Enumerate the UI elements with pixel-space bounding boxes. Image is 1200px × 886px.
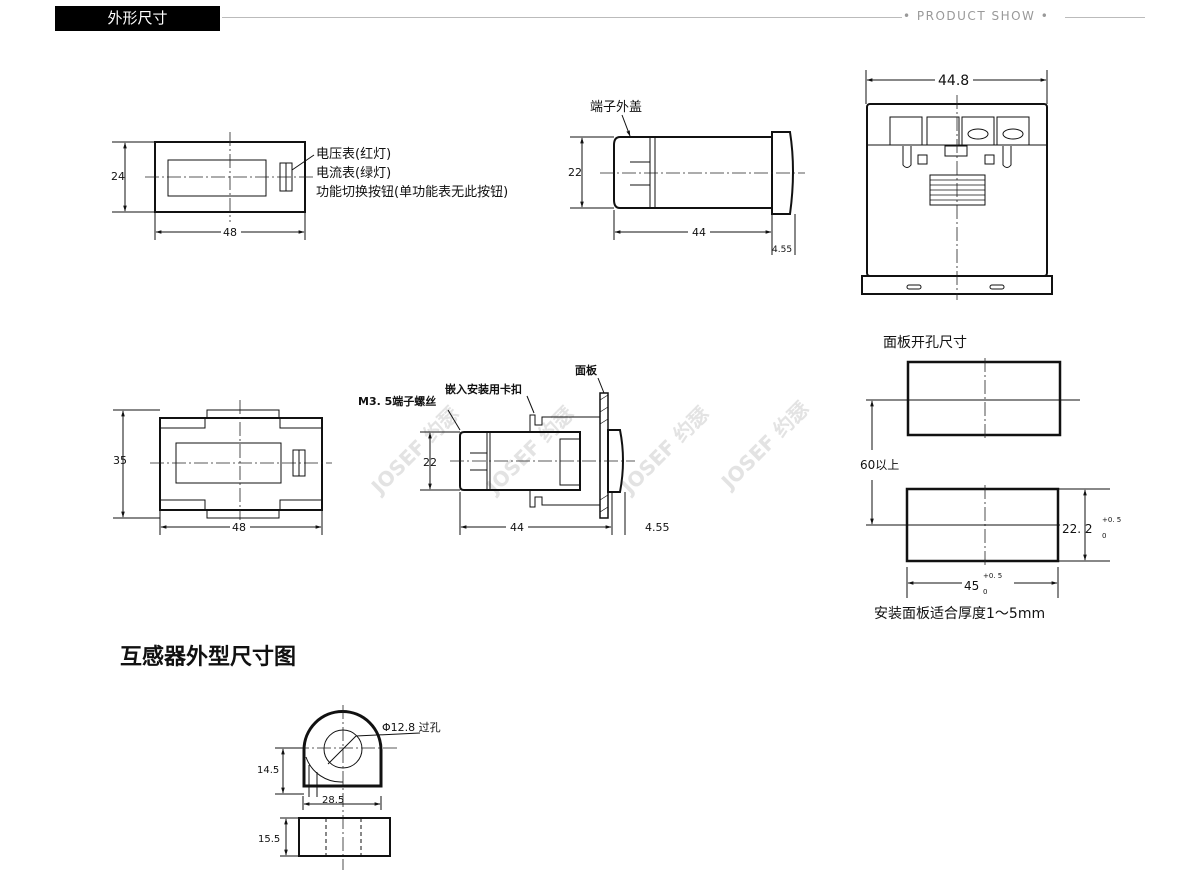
rear-view-drawing: 44.8 <box>861 70 1053 300</box>
product-show-label: • PRODUCT SHOW • <box>903 9 1050 23</box>
height-dim: 22 <box>423 456 437 469</box>
width-dim: 48 <box>232 521 246 534</box>
function-button-label: 功能切换按钮(单功能表无此按钮) <box>316 185 508 200</box>
cutout-height-dim: 22. 2 <box>1062 522 1093 536</box>
header-divider-left <box>222 17 902 18</box>
spacing-dim: 60以上 <box>860 458 899 472</box>
side-view-drawing: 22 44 4.55 端子外盖 <box>568 100 805 255</box>
panel-cutout-drawing: 面板开孔尺寸 60以上 22. 2 +0. 5 0 45 +0. 5 0 安装面… <box>860 335 1121 622</box>
watermark: JOSEF 约瑟 JOSEF 约瑟 JOSEF 约瑟 JOSEF 约瑟 <box>365 397 813 500</box>
header-divider-right <box>1065 17 1145 18</box>
top-view-drawing: 35 48 <box>113 400 332 535</box>
terminal-screw-label: M3. 5端子螺丝 <box>358 394 436 408</box>
length-dim: 44 <box>510 521 524 534</box>
front-view-drawing: 24 48 电压表(红灯) 电流表(绿灯) 功能切换按钮(单功能表无此按钮) <box>111 132 508 240</box>
current-indicator-label: 电流表(绿灯) <box>316 166 391 181</box>
height-dim: 14.5 <box>257 765 279 776</box>
front-dim: 4.55 <box>645 521 670 534</box>
height-dim: 22 <box>568 166 582 179</box>
width-dim: 48 <box>223 226 237 239</box>
cutout-width-dim: 45 <box>964 579 979 593</box>
height-dim: 24 <box>111 170 125 183</box>
voltage-indicator-label: 电压表(红灯) <box>316 146 391 162</box>
cutout-width-tol-upper: +0. 5 <box>983 572 1002 580</box>
length-dim: 44 <box>692 226 706 239</box>
width-dim: 44.8 <box>938 73 969 89</box>
watermark-text: JOSEF 约瑟 <box>615 402 713 500</box>
height-dim: 35 <box>113 454 127 467</box>
watermark-text: JOSEF 约瑟 <box>715 397 813 495</box>
cutout-height-tol-upper: +0. 5 <box>1102 516 1121 524</box>
terminal-cover-label: 端子外盖 <box>590 100 642 115</box>
transformer-heading: 互感器外型尺寸图 <box>120 644 296 670</box>
hole-label: Φ12.8 过孔 <box>382 721 441 734</box>
cutout-height-tol-lower: 0 <box>1102 532 1106 540</box>
panel-cutout-title: 面板开孔尺寸 <box>883 335 967 351</box>
current-transformer-drawing: Φ12.8 过孔 14.5 28.5 15.5 <box>257 705 441 870</box>
cutout-width-tol-lower: 0 <box>983 588 987 596</box>
watermark-text: JOSEF 约瑟 <box>365 402 463 500</box>
section-title: 外形尺寸 <box>55 6 220 31</box>
panel-thickness-note: 安装面板适合厚度1～5mm <box>874 606 1045 622</box>
mounted-side-view-drawing: 22 44 4.55 M3. 5端子螺丝 嵌入安装用卡扣 面板 <box>358 363 670 535</box>
depth-dim: 15.5 <box>258 834 280 845</box>
panel-label: 面板 <box>575 363 598 377</box>
width-dim: 28.5 <box>322 795 344 806</box>
mounting-clip-label: 嵌入安装用卡扣 <box>445 382 522 396</box>
front-dim: 4.55 <box>772 245 792 255</box>
